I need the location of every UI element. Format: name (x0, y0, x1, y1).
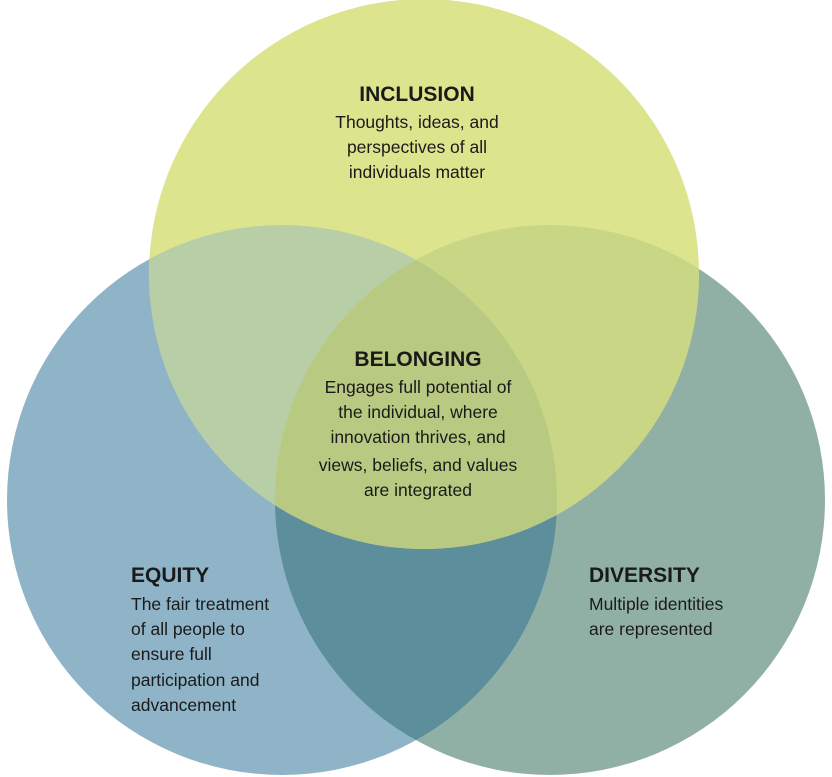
belonging-line-4: views, beliefs, and values (319, 455, 518, 475)
equity-line-3: ensure full (131, 644, 212, 664)
belonging-line-2: the individual, where (338, 402, 498, 422)
equity-line-2: of all people to (131, 619, 245, 639)
belonging-line-1: Engages full potential of (325, 377, 512, 397)
diversity-title: DIVERSITY (589, 564, 700, 587)
belonging-line-3: innovation thrives, and (330, 427, 505, 447)
diversity-line-2: are represented (589, 619, 713, 639)
belonging-label: BELONGING Engages full potential of the … (319, 348, 518, 500)
belonging-line-5: are integrated (364, 480, 472, 500)
diversity-line-1: Multiple identities (589, 594, 723, 614)
diversity-label: DIVERSITY Multiple identities are repres… (589, 564, 723, 639)
inclusion-title: INCLUSION (359, 83, 475, 106)
equity-title: EQUITY (131, 564, 209, 587)
equity-line-4: participation and (131, 670, 259, 690)
inclusion-line-1: Thoughts, ideas, and (335, 112, 498, 132)
belonging-title: BELONGING (354, 348, 481, 371)
inclusion-label: INCLUSION Thoughts, ideas, and perspecti… (335, 83, 498, 182)
inclusion-line-3: individuals matter (349, 162, 485, 182)
equity-label: EQUITY The fair treatment of all people … (131, 564, 269, 715)
inclusion-line-2: perspectives of all (347, 137, 487, 157)
equity-line-1: The fair treatment (131, 594, 269, 614)
equity-line-5: advancement (131, 695, 236, 715)
